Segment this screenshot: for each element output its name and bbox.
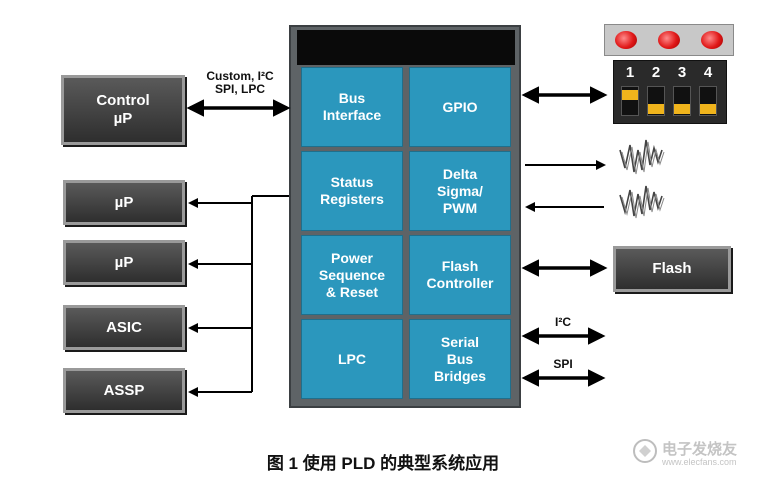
waveform-2-shadow bbox=[621, 187, 665, 219]
watermark-logo-icon bbox=[633, 439, 657, 463]
up-block-1: µP bbox=[63, 180, 185, 225]
watermark-text: 电子发烧友 bbox=[662, 441, 738, 458]
bus-protocol-label: Custom, I²C SPI, LPC bbox=[206, 69, 274, 96]
status-registers-cell: Status Registers bbox=[301, 151, 403, 231]
figure-caption: 图 1 使用 PLD 的典型系统应用 bbox=[266, 454, 500, 473]
switch-number: 3 bbox=[677, 64, 687, 81]
gpio-cell: GPIO bbox=[409, 67, 511, 147]
assp-block: ASSP bbox=[63, 368, 185, 413]
bus-interface-cell: Bus Interface bbox=[301, 67, 403, 147]
spi-label: SPI bbox=[553, 357, 573, 371]
asic-block: ASIC bbox=[63, 305, 185, 350]
switch-number: 1 bbox=[625, 64, 635, 81]
dip-switch-3 bbox=[673, 86, 691, 116]
flash-block: Flash bbox=[613, 246, 731, 292]
chip-top-bar bbox=[297, 30, 515, 65]
serial-bus-bridges-cell: Serial Bus Bridges bbox=[409, 319, 511, 399]
up-block-2: µP bbox=[63, 240, 185, 285]
delta-sigma-cell: Delta Sigma/ PWM bbox=[409, 151, 511, 231]
watermark-url: www.elecfans.com bbox=[662, 457, 737, 467]
dip-switch-4 bbox=[699, 86, 717, 116]
control-up-block: Control µP bbox=[61, 75, 185, 145]
dip-switch-1 bbox=[621, 86, 639, 116]
led-panel bbox=[604, 24, 734, 56]
dip-switch-2 bbox=[647, 86, 665, 116]
power-sequence-cell: Power Sequence & Reset bbox=[301, 235, 403, 315]
dip-switch-panel: 1 2 3 4 bbox=[613, 60, 727, 124]
elecfans-watermark: 电子发烧友 www.elecfans.com bbox=[632, 432, 762, 472]
waveform-1-shadow bbox=[621, 141, 665, 175]
lpc-cell: LPC bbox=[301, 319, 403, 399]
switch-number: 2 bbox=[651, 64, 661, 81]
switch-number: 4 bbox=[703, 64, 713, 81]
led-icon bbox=[615, 31, 638, 49]
i2c-label: I²C bbox=[555, 315, 571, 329]
flash-controller-cell: Flash Controller bbox=[409, 235, 511, 315]
led-icon bbox=[657, 31, 680, 49]
led-icon bbox=[700, 31, 723, 49]
